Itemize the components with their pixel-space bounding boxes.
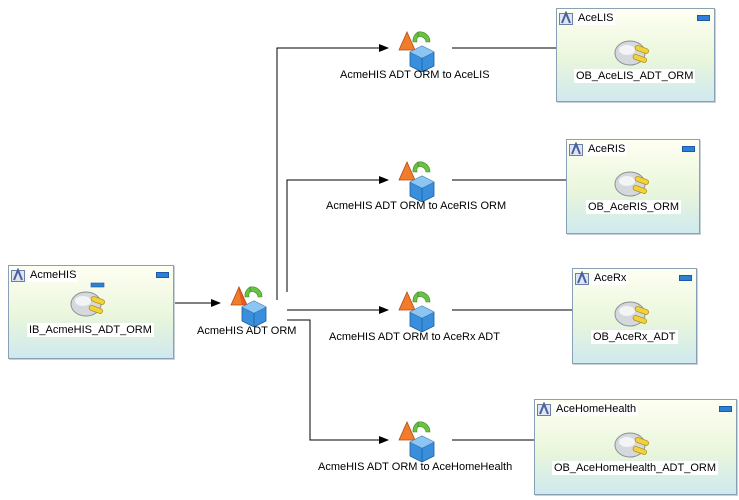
plug-icon[interactable] <box>69 282 111 320</box>
box-title: AcmeHIS <box>28 268 79 282</box>
route-label-acerx: AcmeHIS ADT ORM to AceRx ADT <box>329 331 500 343</box>
plug-icon[interactable] <box>613 292 655 330</box>
application-icon <box>575 271 589 285</box>
interface-label: OB_AceRx_ADT <box>591 330 678 344</box>
application-icon <box>537 402 551 416</box>
application-box-aceris[interactable]: AceRIS OB_AceRIS_ORM <box>566 139 700 234</box>
minimize-icon[interactable] <box>682 146 695 152</box>
box-title: AceRIS <box>586 142 628 156</box>
box-header: AcmeHIS <box>11 267 79 283</box>
minimize-icon[interactable] <box>697 15 710 21</box>
application-icon <box>559 11 573 25</box>
connector-router-to-acehomehealth <box>287 319 389 444</box>
router-icon[interactable] <box>396 418 436 462</box>
interface-label: OB_AceHomeHealth_ADT_ORM <box>552 461 719 475</box>
route-label-aceris: AcmeHIS ADT ORM to AceRIS ORM <box>326 200 507 212</box>
minimize-icon[interactable] <box>719 406 732 412</box>
application-icon <box>569 142 583 156</box>
route-label-acelis: AcmeHIS ADT ORM to AceLIS <box>340 69 490 81</box>
application-box-acmehis[interactable]: AcmeHIS IB_AcmeHIS_ADT_ORM <box>8 265 174 359</box>
plug-icon[interactable] <box>613 423 655 461</box>
minimize-icon[interactable] <box>156 272 169 278</box>
router-icon[interactable] <box>396 158 436 202</box>
interface-label: OB_AceLIS_ADT_ORM <box>574 69 696 83</box>
interface-label: OB_AceRIS_ORM <box>586 200 682 214</box>
connector-router-to-acelis <box>276 44 389 300</box>
box-title: AceHomeHealth <box>554 402 639 416</box>
box-header: AceLIS <box>559 10 616 26</box>
minimize-icon[interactable] <box>679 275 692 281</box>
plug-icon[interactable] <box>613 162 655 200</box>
application-icon <box>11 268 25 282</box>
box-header: AceRIS <box>569 141 628 157</box>
interface-label: IB_AcmeHIS_ADT_ORM <box>27 323 154 337</box>
application-box-acelis[interactable]: AceLIS OB_AceLIS_ADT_ORM <box>556 8 715 102</box>
connector-router-to-aceris <box>286 176 389 292</box>
application-box-acerx[interactable]: AceRx OB_AceRx_ADT <box>572 268 697 364</box>
router-icon[interactable] <box>396 28 436 72</box>
box-title: AceRx <box>592 271 629 285</box>
box-header: AceHomeHealth <box>537 401 639 417</box>
router-icon[interactable] <box>228 283 268 327</box>
main-router-label: AcmeHIS ADT ORM <box>197 325 297 337</box>
router-icon[interactable] <box>396 288 436 332</box>
plug-icon[interactable] <box>613 31 655 69</box>
application-box-acehomehealth[interactable]: AceHomeHealth OB_AceHomeHealth_ADT_ORM <box>534 399 737 495</box>
box-title: AceLIS <box>576 11 616 25</box>
box-header: AceRx <box>575 270 629 286</box>
route-label-acehomehealth: AcmeHIS ADT ORM to AceHomeHealth <box>318 461 513 473</box>
